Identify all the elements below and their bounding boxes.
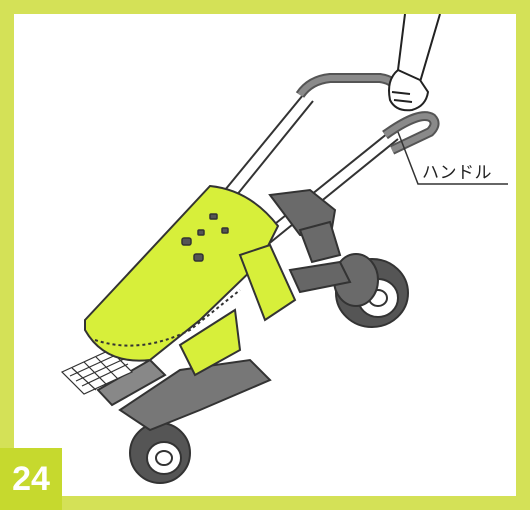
stroller-illustration [60,14,508,484]
seat-cover [84,184,297,377]
front-wheel [129,422,191,484]
step-number-badge: 24 [0,448,62,510]
handle-label: ハンドル [422,163,492,183]
canopy [268,188,342,264]
basket [60,349,134,395]
lower-frame [96,260,352,432]
rear-wheel [333,253,409,328]
cover-buttons [181,213,229,262]
hand [388,14,441,112]
callout-leader-line [397,131,508,185]
